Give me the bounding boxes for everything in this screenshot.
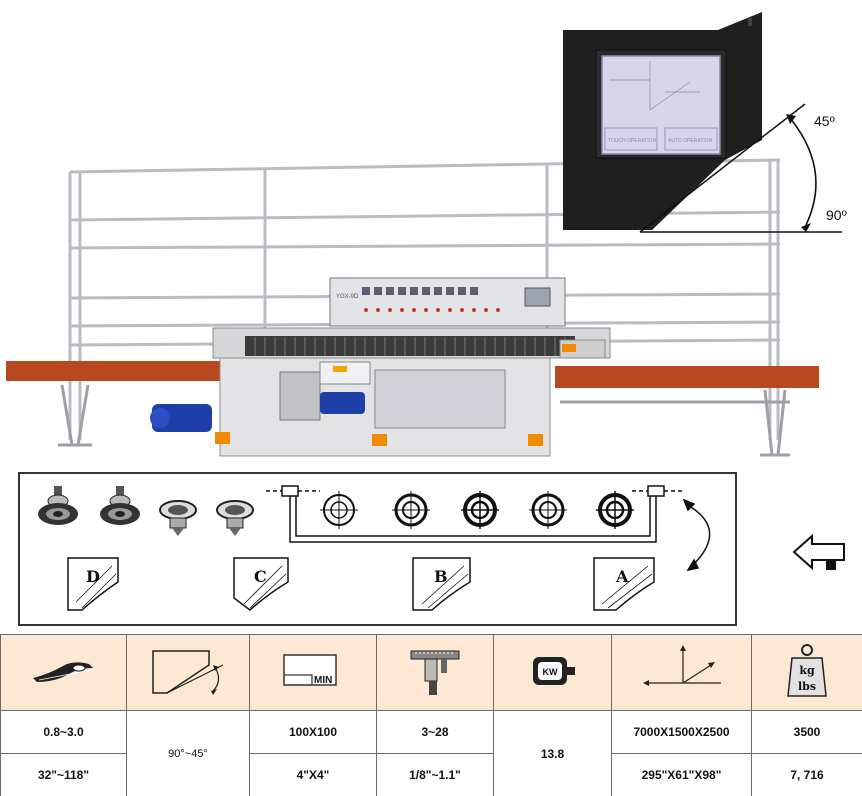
spec-cell-weight: kg lbs <box>751 634 862 711</box>
spec-table: MIN KW <box>0 634 862 796</box>
section-label-c: C <box>254 567 267 586</box>
frame-legs <box>58 384 790 457</box>
profile-card-d <box>67 557 119 611</box>
profile-card-b <box>412 557 471 611</box>
angle-90-label: 90º <box>826 207 847 223</box>
wheel-d1-icon <box>38 486 78 525</box>
wheel-d2-icon <box>100 486 140 525</box>
wheel-bracket <box>266 485 684 543</box>
spec-cell-power: KW <box>493 634 612 711</box>
weight-imperial-value: 7, 716 <box>751 753 862 796</box>
rotation-arrow-icon <box>682 498 711 572</box>
section-label-d: D <box>86 567 100 586</box>
profile-card-c <box>233 557 289 611</box>
conveyor-right <box>555 366 819 388</box>
motor-power-icon: KW <box>532 657 575 685</box>
wheel-b1-icon <box>320 491 358 529</box>
spec-cell-caliper <box>376 634 494 711</box>
control-panel: YGX-9D <box>329 277 566 327</box>
machine-illustration: YGX-9D TOUCH OPERATION AUTO OPERATION <box>6 12 847 457</box>
wheel-c1-icon <box>159 500 197 536</box>
spec-cell-dimensions <box>611 634 752 711</box>
power-value: 13.8 <box>493 710 612 796</box>
edge-angle-icon <box>152 650 224 695</box>
thickness-imperial-value: 32"~118" <box>0 753 127 796</box>
machine-body <box>212 327 611 457</box>
weight-metric-value: 3500 <box>751 710 862 754</box>
caliper-imperial-value: 1/8"~1.1" <box>376 753 494 796</box>
motors <box>150 392 365 432</box>
wheel-c2-icon <box>216 500 254 536</box>
min-size-icon: MIN <box>283 654 337 686</box>
dimensions-metric-value: 7000X1500X2500 <box>611 710 752 754</box>
caliper-metric-value: 3~28 <box>376 710 494 754</box>
weight-icon: kg lbs <box>787 644 827 697</box>
dimensions-icon <box>642 645 721 686</box>
spec-icon-row: MIN KW <box>0 634 862 711</box>
min-size-metric-value: 100X100 <box>249 710 377 754</box>
screen-left-button: TOUCH OPERATION <box>608 138 657 144</box>
wheel-a1-icon <box>529 491 567 529</box>
angle-gauge: 45º 90º <box>639 103 847 233</box>
touch-screen-inset: TOUCH OPERATION AUTO OPERATION <box>563 12 762 230</box>
angle-range-value: 90°~45° <box>126 710 250 796</box>
min-size-imperial-value: 4"X4" <box>249 753 377 796</box>
caliper-icon <box>410 650 460 695</box>
control-panel-label: YGX-9D <box>336 294 359 300</box>
tool-diagram: D C B A <box>38 485 711 611</box>
section-label-b: B <box>434 567 448 586</box>
thickness-metric-value: 0.8~3.0 <box>0 710 127 754</box>
min-icon-text: MIN <box>314 675 332 686</box>
spec-cell-thickness <box>0 634 127 711</box>
dimensions-imperial-value: 295"X61"X98" <box>611 753 752 796</box>
spec-cell-angle <box>126 634 250 711</box>
lbs-icon-text: lbs <box>798 680 816 693</box>
conveyor-left <box>6 361 224 381</box>
feed-direction-arrow-icon <box>792 533 845 571</box>
wheel-a2-icon <box>596 491 634 529</box>
section-label-a: A <box>615 567 629 586</box>
profile-card-a <box>593 557 655 611</box>
angle-45-label: 45º <box>814 113 835 129</box>
spec-cell-min-size: MIN <box>249 634 377 711</box>
screen-right-button: AUTO OPERATION <box>668 138 713 144</box>
spec-metric-row: 0.8~3.0 90°~45° 100X100 3~28 13.8 7000X1… <box>0 710 862 796</box>
kw-icon-text: KW <box>542 667 557 677</box>
wheel-b2-icon <box>392 491 430 529</box>
wheel-b3-icon <box>461 491 499 529</box>
glass-thickness-icon <box>32 662 93 682</box>
kg-icon-text: kg <box>799 664 815 677</box>
tool-diagram-panel: D C B A <box>18 472 737 626</box>
